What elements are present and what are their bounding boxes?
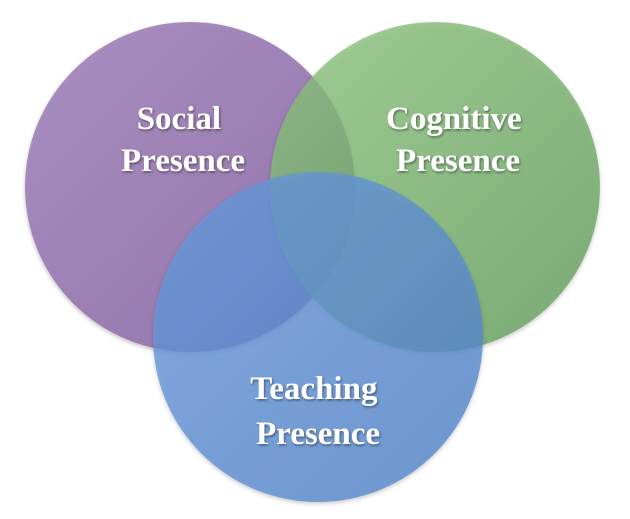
teaching-label-line-1: Teaching xyxy=(250,371,378,407)
teaching-presence-circle xyxy=(153,172,483,502)
social-presence-label: Social Presence xyxy=(121,101,245,179)
social-label-line-1: Social xyxy=(137,101,221,137)
social-label-line-2: Presence xyxy=(121,143,245,179)
venn-circles xyxy=(25,22,600,502)
teaching-label-line-2: Presence xyxy=(256,416,380,452)
teaching-presence-label: Teaching Presence xyxy=(250,371,385,452)
cognitive-label-line-1: Cognitive xyxy=(386,101,522,137)
cognitive-label-line-2: Presence xyxy=(396,143,520,179)
cognitive-presence-label: Cognitive Presence xyxy=(386,101,530,179)
venn-labels: Social Presence Cognitive Presence Teach… xyxy=(121,101,530,452)
